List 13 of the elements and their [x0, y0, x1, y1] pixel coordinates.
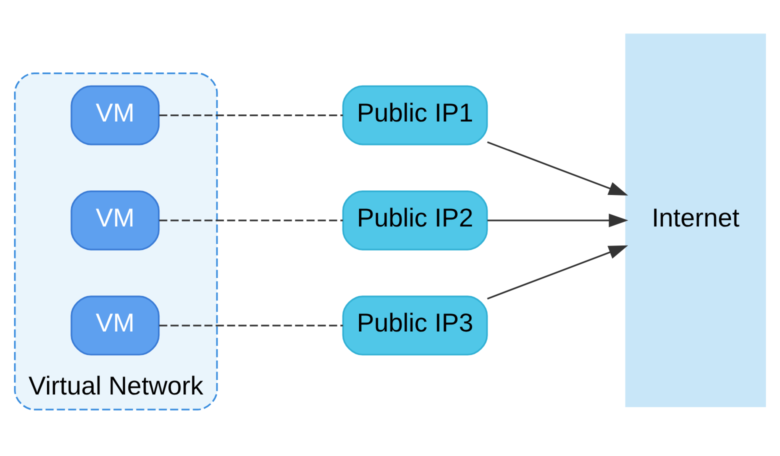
node-box: Public IP1: [342, 84, 488, 145]
node-box: VM: [70, 295, 160, 355]
arrow: [487, 213, 628, 227]
arrow: [487, 244, 628, 299]
node-box: VM: [70, 190, 160, 250]
node-box: Internet: [625, 33, 766, 407]
connector: [159, 324, 343, 326]
connector: [159, 219, 343, 221]
node-box: VM: [70, 84, 160, 145]
node-box: Public IP3: [342, 295, 488, 355]
connector: [159, 114, 343, 116]
node-box: Public IP2: [342, 190, 488, 250]
arrow: [487, 140, 628, 195]
